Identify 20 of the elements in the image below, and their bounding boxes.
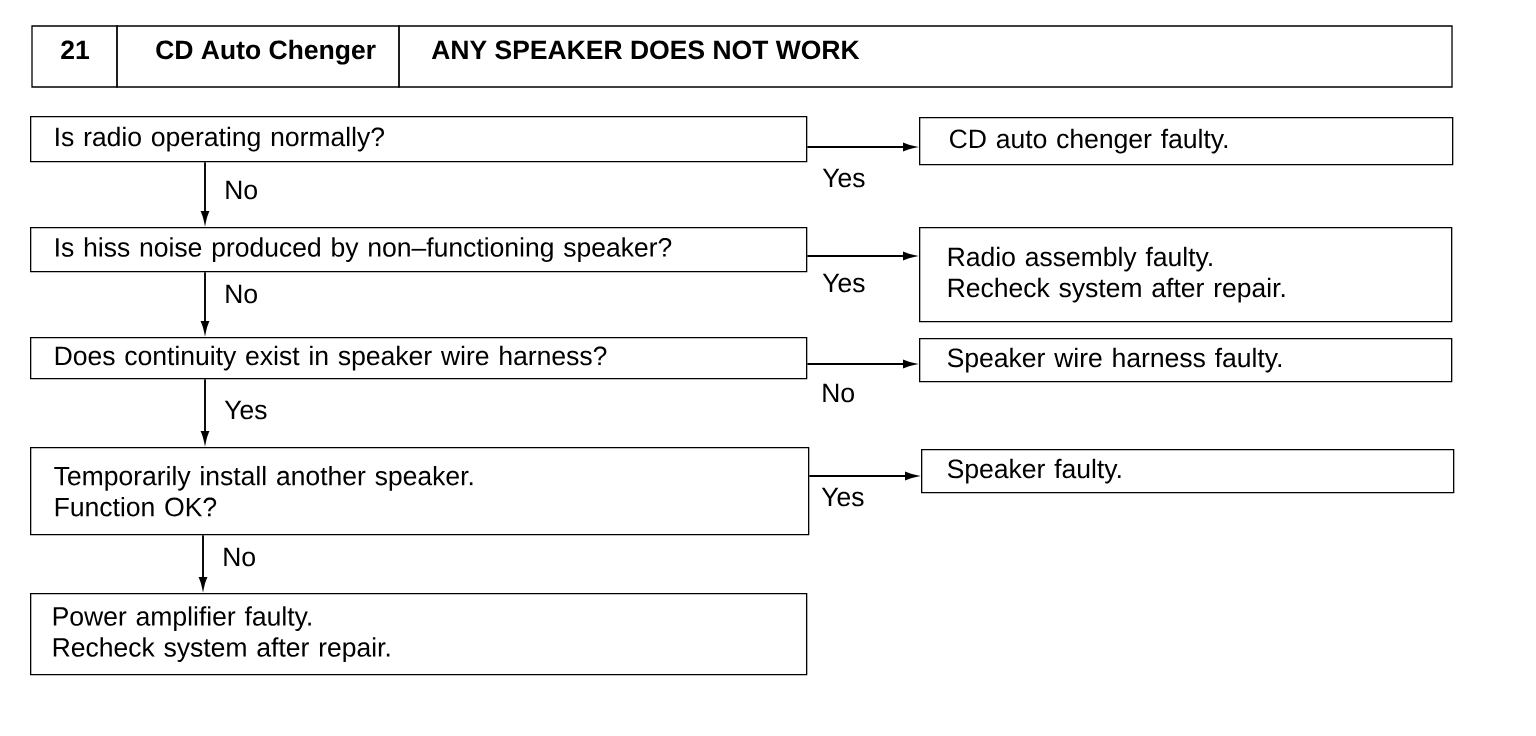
question-box: Temporarily install another speaker. Function OK? bbox=[30, 447, 810, 536]
question-box: Is hiss noise produced by non–functioning speaker? bbox=[30, 227, 808, 273]
edge-label: No bbox=[823, 383, 854, 403]
edge-label: No bbox=[226, 180, 257, 200]
edge-label: Yes bbox=[822, 273, 865, 293]
edge-label: Yes bbox=[821, 487, 864, 507]
result-box: Radio assembly faulty. Recheck system after repair. bbox=[919, 227, 1453, 323]
result-box: Speaker faulty. bbox=[921, 449, 1455, 494]
edge-label: No bbox=[224, 547, 255, 567]
result-box: CD auto chenger faulty. bbox=[919, 117, 1454, 166]
edge-label: No bbox=[226, 284, 257, 304]
edge-label: Yes bbox=[224, 400, 267, 420]
section-number-cell: 21 bbox=[31, 25, 118, 88]
question-box: Does continuity exist in speaker wire harness? bbox=[30, 337, 808, 380]
result-box: Power amplifier faulty. Recheck system after repair. bbox=[30, 593, 808, 676]
symptom-title-cell: ANY SPEAKER DOES NOT WORK bbox=[398, 25, 1453, 88]
edge-label: Yes bbox=[822, 168, 865, 188]
question-box: Is radio operating normally? bbox=[30, 116, 808, 163]
result-box: Speaker wire harness faulty. bbox=[919, 338, 1453, 383]
system-name-cell: CD Auto Chenger bbox=[116, 25, 400, 88]
